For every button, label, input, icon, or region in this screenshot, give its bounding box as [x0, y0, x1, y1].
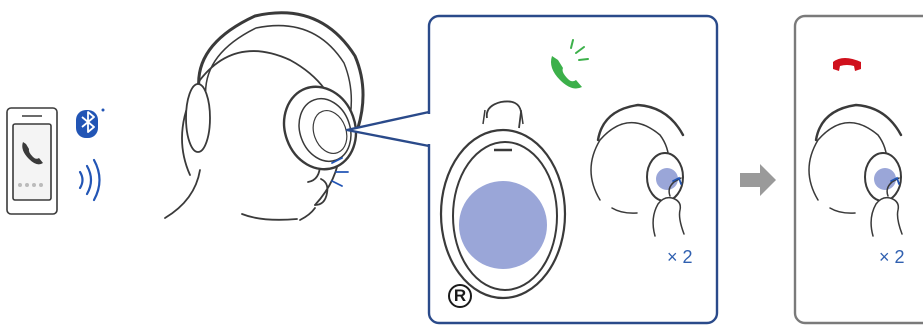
tap-count-end: × 2: [879, 247, 905, 267]
side-marker-right: R: [449, 285, 471, 307]
touch-sensor-area: [459, 181, 547, 269]
signal-waves-icon: [80, 160, 100, 200]
smartphone-icon: [7, 108, 57, 214]
tap-count-answer: × 2: [667, 247, 693, 267]
person-headphones-illustration: [165, 13, 367, 220]
bluetooth-icon: [76, 109, 105, 139]
arrow-right-icon: [740, 164, 776, 196]
